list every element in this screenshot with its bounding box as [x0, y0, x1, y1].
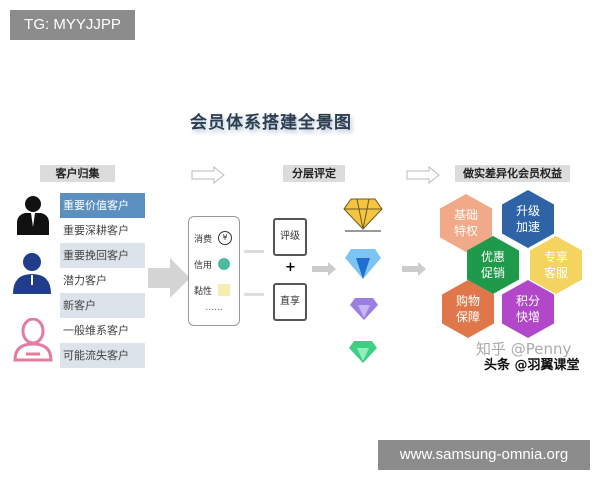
- site-url-banner: www.samsung-omnia.org: [378, 440, 590, 470]
- arrow-icon: [191, 166, 225, 184]
- arrow-icon: [402, 262, 426, 276]
- phone-metrics: 消费 ¥ 信用 黏性 ......: [188, 216, 240, 326]
- blue-diamond-icon: [345, 249, 381, 279]
- list-item: 新客户: [60, 293, 145, 318]
- list-item: 重要深耕客户: [60, 218, 145, 243]
- section-label-tier: 分层评定: [283, 165, 345, 182]
- benefit-text: 购物 保障: [455, 294, 480, 324]
- benefit-service: 专享 客服: [530, 236, 582, 294]
- arrow-icon: [406, 166, 440, 184]
- metric-credit: 信用: [189, 251, 239, 277]
- benefit-text: 基础 特权: [453, 208, 478, 238]
- watermark-banner: TG: MYYJJPP: [10, 10, 135, 40]
- toutiao-watermark: 头条 @羽翼课堂: [484, 358, 580, 373]
- metric-label: 信用: [194, 260, 213, 271]
- benefit-text: 升级 加速: [515, 204, 540, 234]
- credit-icon: [218, 258, 231, 270]
- customer-outline-icon: [13, 318, 53, 362]
- yuan-icon: ¥: [218, 231, 233, 245]
- list-item: 潜力客户: [60, 268, 145, 293]
- list-item: 重要挽回客户: [60, 243, 145, 268]
- arrow-icon: [312, 262, 336, 276]
- more-dots: ......: [205, 303, 223, 313]
- purple-diamond-icon: [350, 298, 378, 320]
- metric-label: 消费: [194, 234, 213, 245]
- big-arrow-icon: [148, 258, 190, 298]
- connector: [244, 250, 264, 253]
- customer-blue-icon: [13, 253, 51, 294]
- benefit-upgrade: 升级 加速: [502, 190, 554, 248]
- enjoy-box: 直享: [273, 283, 307, 321]
- section-label-benefit: 做实差异化会员权益: [455, 165, 570, 182]
- zhihu-watermark: 知乎 @Penny: [476, 340, 572, 358]
- metric-consumption: 消费 ¥: [189, 225, 239, 251]
- businessman-icon: [17, 196, 49, 235]
- metric-stickiness: 黏性: [189, 277, 239, 303]
- list-item: 可能流失客户: [60, 343, 145, 368]
- gold-diamond-icon: [343, 198, 383, 232]
- benefit-points: 积分 快增: [502, 280, 554, 338]
- section-label-collect: 客户归集: [40, 165, 115, 182]
- list-item: 重要价值客户: [60, 193, 145, 218]
- customer-list: 重要价值客户 重要深耕客户 重要挽回客户 潜力客户 新客户 一般维系客户 可能流…: [60, 193, 145, 368]
- green-diamond-icon: [349, 341, 377, 363]
- grade-box: 评级: [273, 218, 307, 256]
- connector: [244, 293, 264, 296]
- plus-sign: +: [285, 260, 296, 275]
- list-item: 一般维系客户: [60, 318, 145, 343]
- benefit-text: 优惠 促销: [480, 250, 505, 280]
- metric-label: 黏性: [194, 286, 213, 297]
- stickiness-icon: [218, 284, 231, 296]
- benefit-text: 积分 快增: [515, 294, 540, 324]
- diagram-title: 会员体系搭建全景图: [190, 113, 352, 133]
- benefit-text: 专享 客服: [543, 250, 568, 280]
